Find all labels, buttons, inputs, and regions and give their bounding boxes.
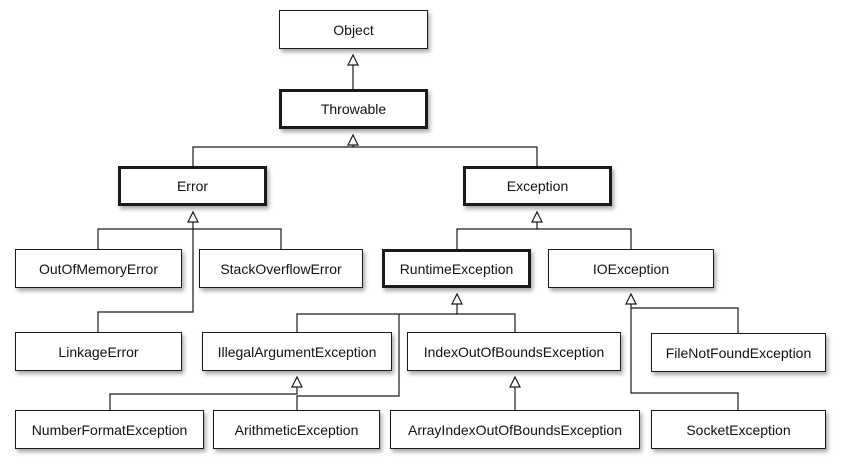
- node-throwable: Throwable: [279, 89, 428, 129]
- arrowhead-io-exception: [625, 292, 637, 305]
- node-number-format-exception: NumberFormatException: [15, 410, 204, 449]
- node-object: Object: [279, 10, 428, 49]
- edge-linkage-error: [97, 216, 194, 332]
- node-error: Error: [118, 166, 267, 206]
- node-array-index-out-of-bounds-exception: ArrayIndexOutOfBoundsException: [390, 410, 640, 449]
- node-index-out-of-bounds-exception: IndexOutOfBoundsException: [407, 332, 621, 371]
- edge-stackoverflow-error: [193, 228, 282, 249]
- arrowhead-illegal-argument: [291, 375, 303, 388]
- arrowhead-runtime-exception: [451, 292, 463, 305]
- arrowhead-exception: [531, 210, 543, 223]
- node-stack-overflow-error: StackOverflowError: [199, 249, 363, 288]
- edge-error-throwable: [192, 139, 354, 166]
- arrowhead-throwable: [347, 133, 359, 146]
- edge-outofmemory-error: [97, 228, 193, 249]
- node-runtime-exception: RuntimeException: [382, 249, 531, 288]
- edge-runtime-exception: [456, 216, 538, 249]
- node-arithmetic-exception: ArithmeticException: [213, 410, 380, 449]
- edge-indexoutofbounds-runtime: [456, 298, 516, 332]
- edge-numberformat-illegalargument: [109, 381, 298, 410]
- node-out-of-memory-error: OutOfMemoryError: [15, 249, 182, 288]
- node-exception: Exception: [463, 166, 612, 206]
- arrowhead-object: [347, 53, 359, 66]
- node-file-not-found-exception: FileNotFoundException: [651, 333, 826, 372]
- node-linkage-error: LinkageError: [15, 332, 182, 371]
- edge-socket-io: [630, 308, 739, 410]
- node-socket-exception: SocketException: [651, 410, 826, 449]
- edge-filenotfound-io: [630, 298, 739, 333]
- arrowhead-index-out-of-bounds: [509, 375, 521, 388]
- arrowhead-error: [187, 210, 199, 223]
- node-illegal-argument-exception: IllegalArgumentException: [202, 332, 392, 371]
- edge-illegalargument-runtime: [296, 313, 457, 332]
- edge-arithmetic-runtime: [296, 314, 400, 410]
- node-io-exception: IOException: [548, 249, 714, 288]
- edge-io-exception: [537, 228, 632, 249]
- edge-exception-throwable: [353, 146, 538, 166]
